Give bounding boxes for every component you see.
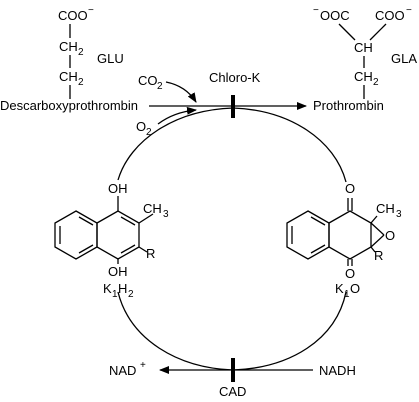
ep-name-o: O bbox=[350, 281, 360, 296]
co2-label: CO bbox=[138, 73, 158, 88]
nad-plus-label: NAD bbox=[109, 363, 136, 378]
gla-bond-left bbox=[338, 23, 356, 41]
glu-name: GLU bbox=[97, 51, 124, 66]
nad-plus-sup: + bbox=[140, 360, 146, 371]
ep-o-ring: O bbox=[385, 228, 395, 243]
hq-oh-top: OH bbox=[108, 181, 128, 196]
ep-o-top: O bbox=[345, 181, 355, 196]
glu-ch2-upper-sub: 2 bbox=[78, 47, 84, 58]
cycle-arcs bbox=[117, 107, 347, 371]
enzyme-top-label: Chloro-K bbox=[209, 70, 261, 85]
gla-ch2-sub: 2 bbox=[373, 77, 379, 88]
o2-arrow bbox=[157, 106, 197, 125]
hq-benzene-db-3 bbox=[78, 244, 94, 254]
gla-left-group: OOC bbox=[320, 8, 350, 23]
hq-name: K bbox=[103, 281, 112, 296]
hq-ch3-sub: 3 bbox=[163, 209, 169, 220]
hq-oh-bottom: OH bbox=[108, 264, 128, 279]
gla-name: GLA bbox=[391, 51, 417, 66]
glu-ch2-upper: CH bbox=[59, 39, 78, 54]
vitamin-k-epoxide: O O O CH 3 R K 1 O bbox=[286, 181, 402, 300]
hq-r: R bbox=[146, 246, 155, 261]
co2-arrow bbox=[165, 81, 197, 103]
arc-top-right bbox=[232, 107, 347, 183]
substrate-label: Descarboxyprothrombin bbox=[0, 98, 138, 113]
hq-name-sub1: 1 bbox=[112, 289, 118, 300]
hq-quinol-ring bbox=[96, 210, 140, 260]
gla-right-group: COO bbox=[375, 8, 405, 23]
ep-benzene-ring bbox=[286, 210, 330, 260]
hq-benzene-db-2 bbox=[78, 216, 94, 226]
hq-r-bond bbox=[138, 246, 148, 253]
reduction-reaction: NAD + NADH CAD bbox=[109, 358, 356, 399]
ep-benzene-db-2 bbox=[310, 216, 326, 226]
ep-name-sub: 1 bbox=[344, 289, 350, 300]
ep-r-bond bbox=[370, 246, 376, 253]
gla-right-charge: − bbox=[406, 5, 412, 16]
ep-ch3: CH bbox=[376, 201, 395, 216]
arc-bottom-left bbox=[117, 291, 234, 371]
nadh-label: NADH bbox=[319, 363, 356, 378]
ep-name: K bbox=[335, 281, 344, 296]
ep-ch3-bond bbox=[370, 215, 378, 224]
hq-name-h: H bbox=[118, 281, 127, 296]
glu-charge: − bbox=[88, 5, 94, 16]
o2-sub: 2 bbox=[146, 127, 152, 138]
hq-name-sub2: 2 bbox=[128, 289, 134, 300]
hq-ring-db-1 bbox=[120, 216, 136, 226]
ep-o-bottom: O bbox=[345, 266, 355, 281]
hq-benzene-ring bbox=[54, 210, 98, 260]
gla-ch2: CH bbox=[354, 69, 373, 84]
ep-benzene-db-3 bbox=[310, 244, 326, 254]
glu-coo-label: COO bbox=[58, 8, 88, 23]
gla-structure: − OOC COO − CH GLA CH 2 bbox=[313, 5, 417, 99]
ep-epoxide-bond-1 bbox=[370, 222, 385, 236]
ep-r: R bbox=[374, 248, 383, 263]
glu-structure: COO − CH 2 GLU CH 2 bbox=[58, 5, 124, 99]
ep-quinone-ring bbox=[328, 210, 372, 260]
arc-bottom-right bbox=[232, 291, 347, 371]
enzyme-bottom-label: CAD bbox=[219, 384, 246, 399]
glu-ch2-lower-sub: 2 bbox=[78, 77, 84, 88]
glu-ch2-lower: CH bbox=[59, 69, 78, 84]
gla-bond-right bbox=[369, 23, 387, 41]
arc-top-left bbox=[117, 107, 234, 181]
carboxylation-reaction: Descarboxyprothrombin Prothrombin CO 2 O… bbox=[0, 70, 384, 138]
gla-ch: CH bbox=[354, 40, 373, 55]
hq-ch3-bond bbox=[138, 213, 154, 224]
hq-ring-db-2 bbox=[120, 244, 136, 254]
o2-label: O bbox=[136, 119, 146, 134]
product-label: Prothrombin bbox=[313, 98, 384, 113]
vitamin-k-hydroquinone: OH CH 3 R OH K 1 H 2 bbox=[54, 181, 169, 300]
gla-left-charge: − bbox=[313, 5, 319, 16]
hq-ch3: CH bbox=[143, 201, 162, 216]
ep-epoxide-bond-2 bbox=[370, 234, 385, 248]
co2-sub: 2 bbox=[157, 81, 163, 92]
ep-ch3-sub: 3 bbox=[396, 209, 402, 220]
